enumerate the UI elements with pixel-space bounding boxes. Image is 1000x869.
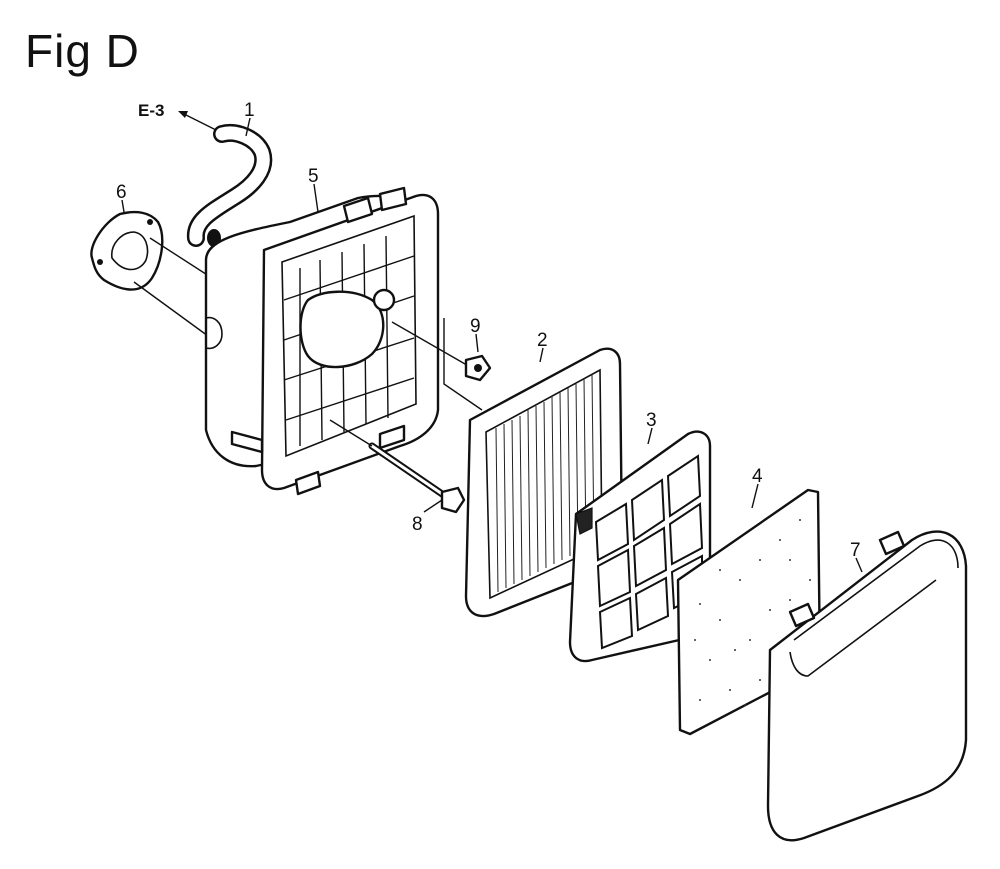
part-5-air-cleaner-case [204,186,440,496]
leader-line-3 [647,427,653,445]
callout-5: 5 [308,166,319,187]
gasket-guide-line-upper [149,237,213,279]
leader-line-5 [313,183,319,213]
callout-4: 4 [752,466,763,487]
leader-line-9 [475,333,479,353]
part-3-filter-grid [568,430,712,663]
leader-line-4 [751,483,759,509]
figure-title: Fig D [25,25,140,77]
foam-texture [694,519,811,706]
leader-line-7 [855,557,863,573]
callout-7: 7 [850,540,861,561]
leader-line-1 [245,117,251,137]
part-9-bolt [391,318,492,411]
callout-1: 1 [244,100,255,121]
callout-9: 9 [470,316,481,337]
reference-label: E-3 [138,101,164,120]
part-7-cover [766,530,968,842]
part-6-gasket [90,210,164,291]
callout-2: 2 [537,330,548,351]
callout-6: 6 [116,182,127,203]
leader-line-8 [423,499,443,513]
reference-arrowhead [178,111,188,118]
leader-line-2 [539,347,544,363]
part-8-long-bolt [329,419,466,514]
callout-3: 3 [646,410,657,431]
gasket-guide-line-lower [133,281,209,337]
leader-line-6 [121,199,125,213]
callout-8: 8 [412,514,423,535]
